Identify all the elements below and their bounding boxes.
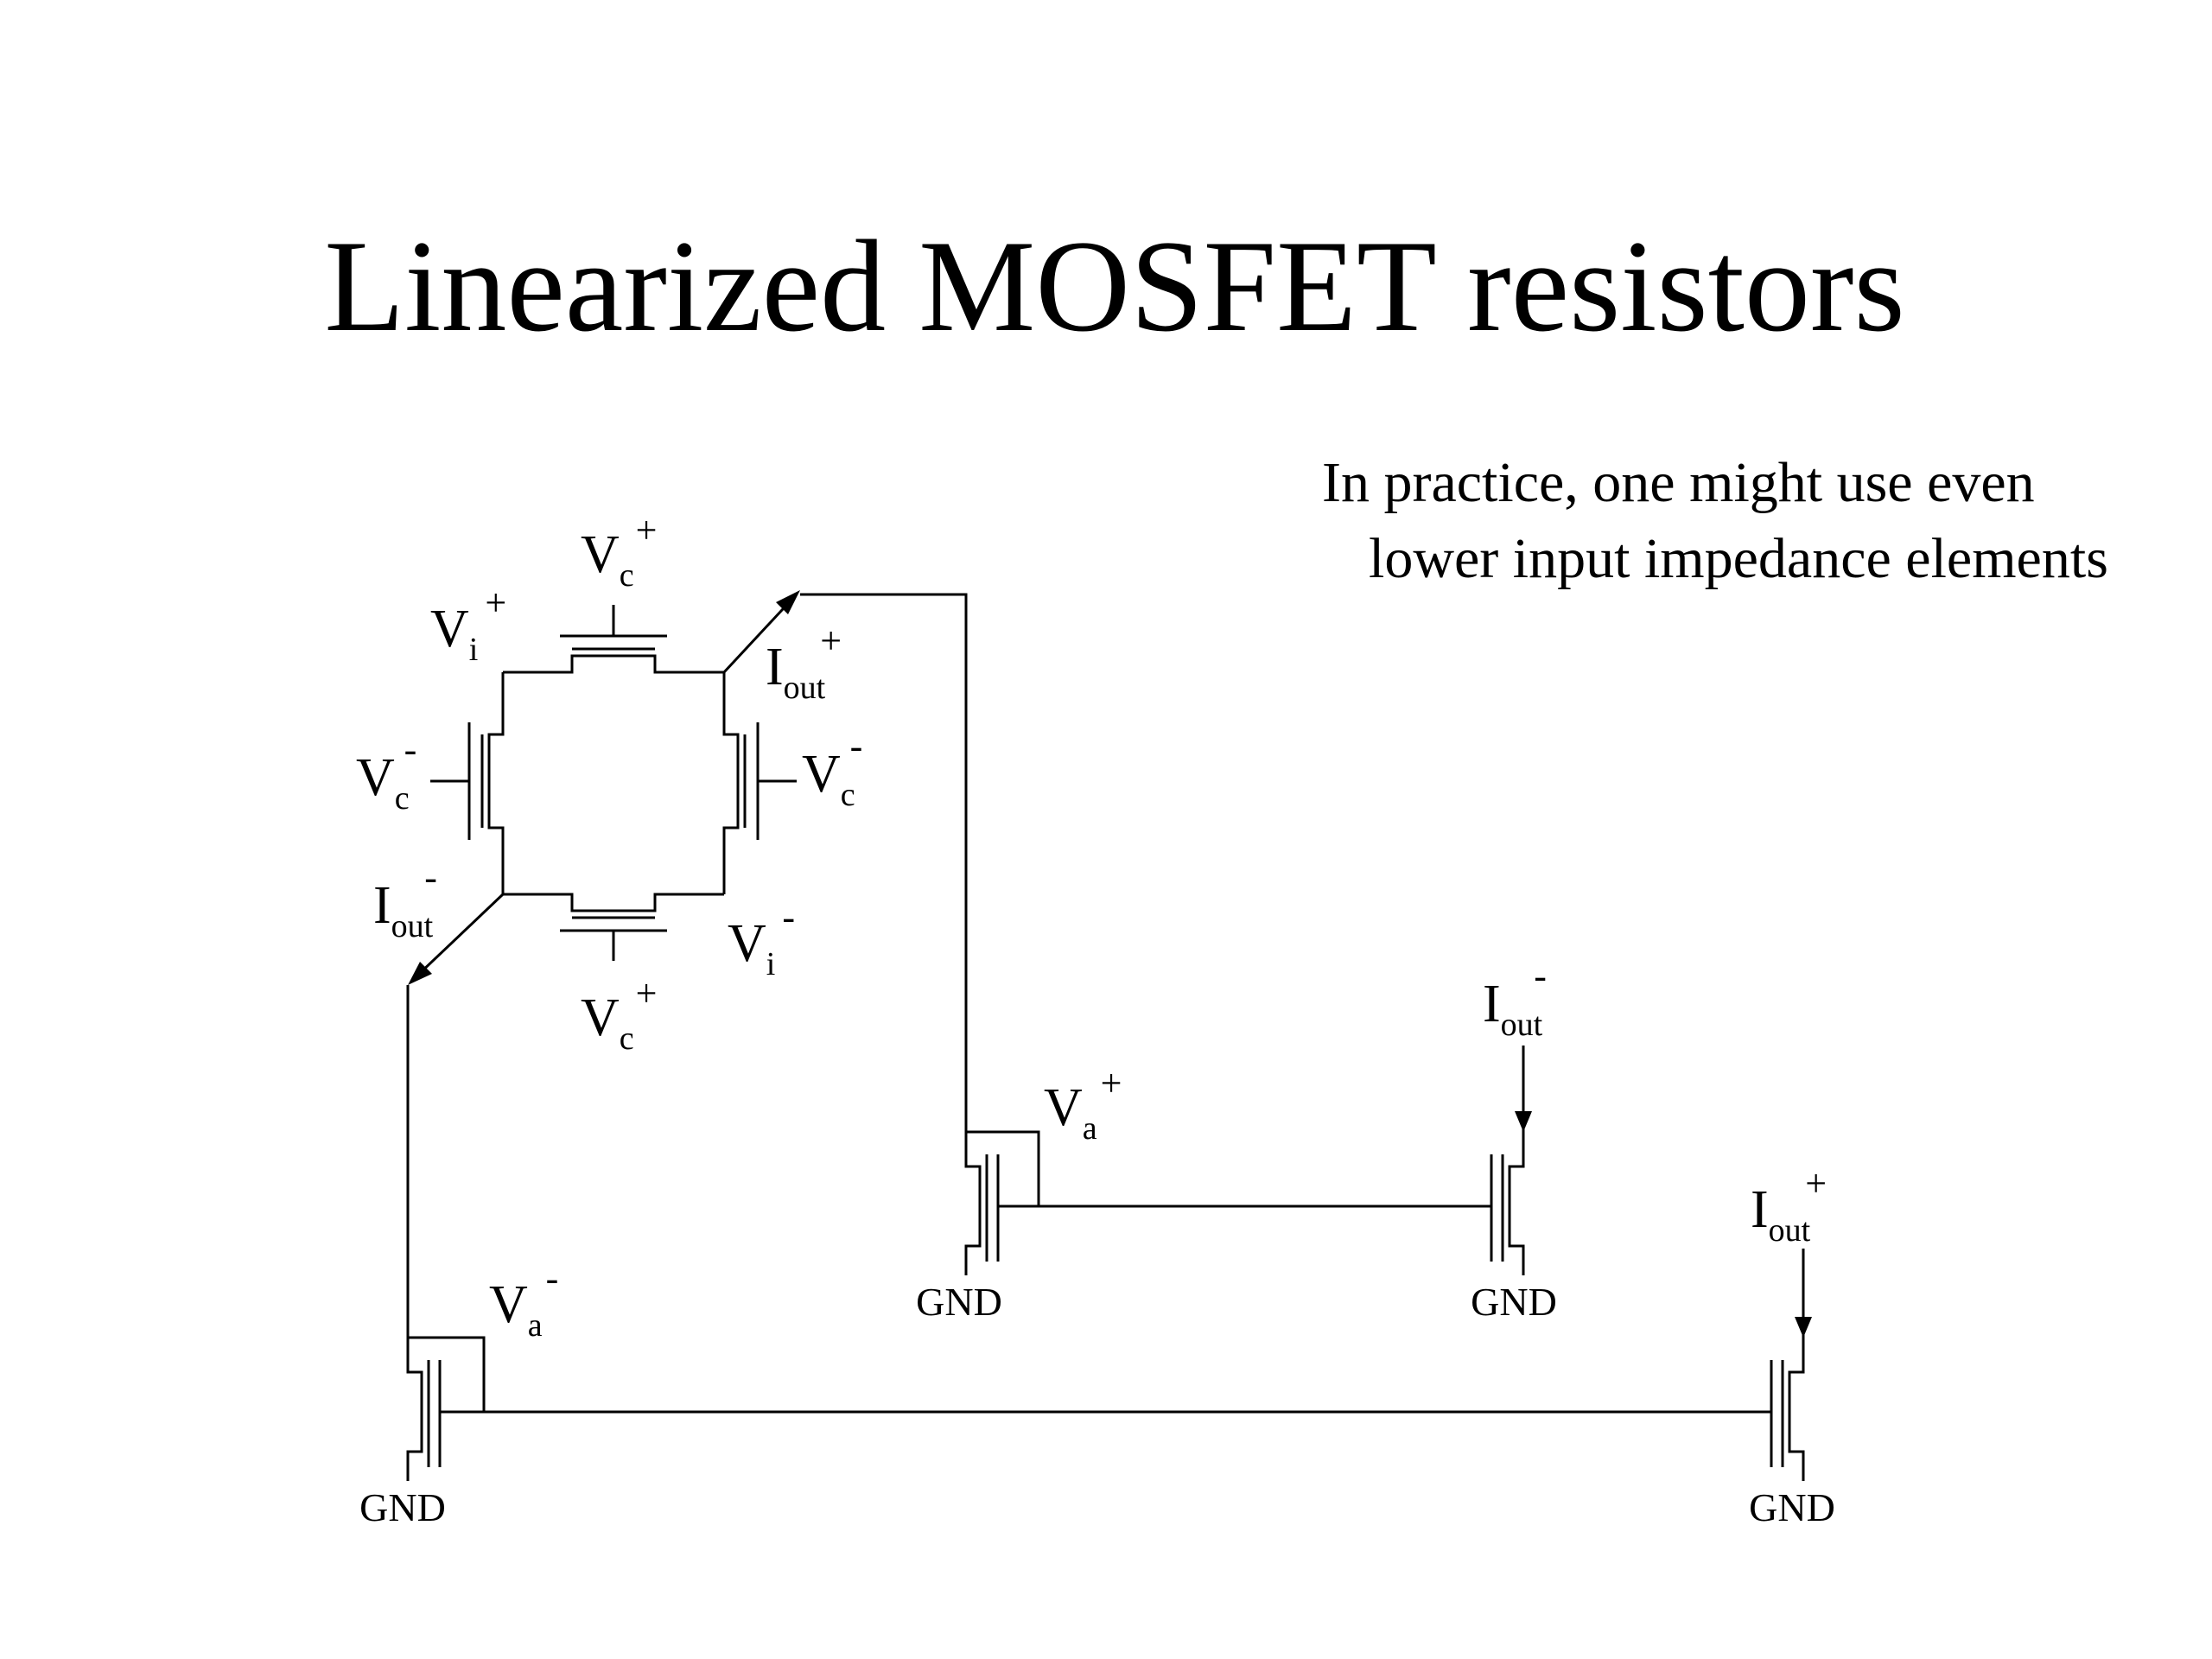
note-line-2: lower input impedance elements (1369, 527, 2108, 590)
iout-plus-wire (722, 590, 968, 1132)
gnd-label-upper-left: GND (916, 1280, 1002, 1324)
mirror-lower-right-mosfet (1770, 1249, 1805, 1481)
iout-plus-arrowhead (1795, 1317, 1812, 1338)
mosfet-left (430, 672, 505, 894)
slide-title: Linearized MOSFET resistors (324, 213, 1905, 359)
label-vc-top: Vc+ (581, 509, 657, 594)
label-va-plus: Va+ (1044, 1062, 1122, 1147)
gnd-label-upper-right: GND (1471, 1280, 1557, 1324)
note-line-1: In practice, one might use even (1322, 451, 2035, 514)
label-vc-bottom: Vc+ (581, 972, 657, 1057)
label-iout-minus-left: Iout- (373, 856, 437, 944)
gnd-label-lower-left: GND (359, 1485, 446, 1529)
label-iout-plus-mirror: Iout+ (1751, 1162, 1827, 1249)
iout-minus-arrowhead (1515, 1111, 1532, 1132)
label-vc-minus-left: Vc- (356, 728, 416, 817)
mirror-lower-left-mosfet (406, 1336, 486, 1481)
label-vi-minus: Vi- (728, 896, 795, 982)
mirror-upper-right-mosfet (1490, 1046, 1525, 1275)
gnd-label-lower-right: GND (1749, 1485, 1835, 1529)
label-iout-plus: Iout+ (766, 620, 842, 706)
mosfet-right (722, 672, 797, 894)
mosfet-top (503, 605, 724, 674)
label-vi-plus: Vi+ (430, 582, 506, 668)
iout-minus-wire (406, 893, 505, 1338)
lower-current-mirror (406, 1249, 1812, 1481)
upper-current-mirror (964, 1046, 1532, 1275)
bridge-mosfet-network (430, 605, 797, 961)
mosfet-bottom (503, 893, 724, 961)
mirror-upper-left-mosfet (964, 1130, 1040, 1275)
note-text: In practice, one might use even lower in… (1322, 445, 2108, 597)
label-va-minus: Va- (489, 1257, 558, 1344)
label-vc-minus-right: Vc- (802, 725, 862, 813)
label-iout-minus-mirror: Iout- (1483, 955, 1547, 1043)
